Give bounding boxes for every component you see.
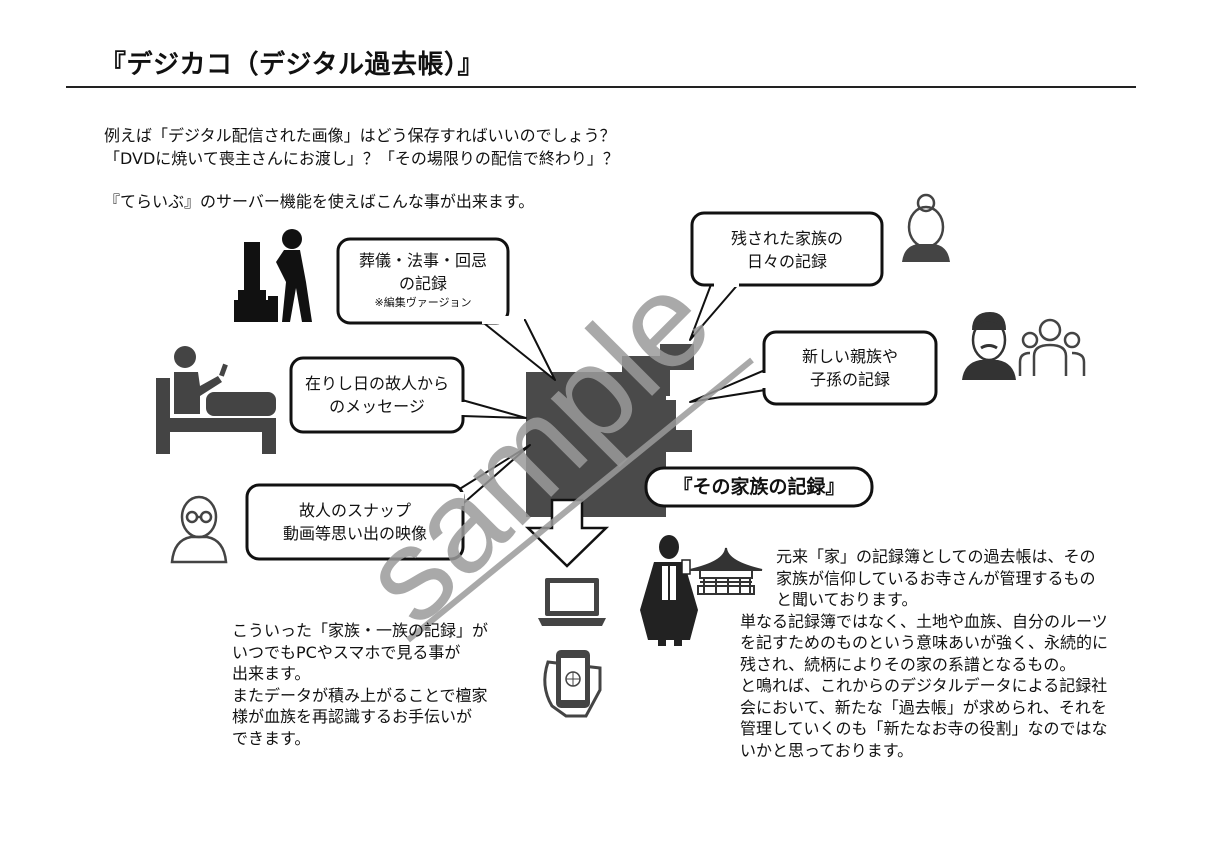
bubble-daily-text: 残された家族の 日々の記録: [692, 227, 882, 273]
left-paragraph-line: こういった「家族・一族の記録」が: [232, 621, 489, 640]
left-paragraph-line: 様が血族を再認識するお手伝いが: [232, 707, 473, 726]
left-paragraph-line: またデータが積み上がることで檀家: [232, 685, 488, 705]
central-record-block: [526, 344, 694, 517]
temple-icon: [689, 547, 763, 595]
right-paragraph-line: と聞いております。: [776, 590, 918, 609]
bubble-relatives-line2: 子孫の記録: [809, 370, 890, 389]
page-title: 『デジカコ（デジタル過去帳）』: [100, 50, 484, 80]
right-paragraph-line: 会において、新たな「過去帳」が求められ、それを: [740, 697, 1107, 717]
monk-icon: [640, 535, 698, 646]
right-paragraph-line: と鳴れば、これからのデジタルデータによる記録社: [740, 676, 1108, 695]
right-paragraph-line: 管理していくのも「新たなお寺の役割」なのではな: [740, 719, 1108, 738]
man-with-mustache-icon: [962, 312, 1016, 380]
family-group-icon: [1018, 318, 1086, 376]
bubble-funeral-note: ※編集ヴァージョン: [374, 296, 472, 309]
grave-visit-icon: [234, 229, 312, 322]
intro-line-3: 『てらいぶ』のサーバー機能を使えばこんな事が出来ます。: [104, 192, 535, 211]
bubble-daily-line1: 残された家族の: [730, 229, 843, 248]
laptop-icon: [538, 578, 606, 626]
bubble-funeral-line1: 葬儀・法事・回忌: [358, 251, 487, 270]
right-paragraph-line: 単なる記録簿ではなく、土地や血族、自分のルーツ: [740, 611, 1108, 631]
bubble-message-line1: 在りし日の故人から: [304, 374, 449, 393]
bubble-funeral: [336, 237, 510, 325]
bubble-message-line2: のメッセージ: [329, 397, 425, 416]
right-paragraph-line: 元来「家」の記録簿としての過去帳は、その: [776, 547, 1096, 566]
bubble-daily-line2: 日々の記録: [746, 252, 827, 271]
bed-person-icon: [156, 346, 276, 454]
bald-man-icon: [170, 495, 228, 564]
intro-line-1: 例えば「デジタル配信された画像」はどう保存すればいいのでしょう？: [104, 126, 616, 145]
family-record-label: 『その家族の記録』: [673, 476, 845, 498]
bubble-relatives-line1: 新しい親族や: [801, 347, 898, 366]
bubble-snapshot-line2: 動画等思い出の映像: [282, 524, 427, 543]
title-divider: [66, 86, 1136, 88]
right-paragraph: 元来「家」の記録簿としての過去帳は、その 家族が信仰しているお寺さんが管理するも…: [740, 546, 1108, 761]
bubble-relatives: [762, 330, 938, 406]
intro-line-2: 「DVDに焼いて喪主さんにお渡し」？「その場限りの配信で終わり」？: [104, 149, 619, 168]
left-paragraph-line: できます。: [232, 728, 311, 748]
bubble-relatives-text: 新しい親族や 子孫の記録: [764, 345, 936, 391]
right-paragraph-line: 家族が信仰しているお寺さんが管理するもの: [776, 568, 1096, 588]
bubble-daily: [690, 211, 884, 287]
right-paragraph-line: いかと思っております。: [740, 740, 914, 760]
bubble-message-text: 在りし日の故人から のメッセージ: [291, 372, 463, 418]
bubble-snapshot-text: 故人のスナップ 動画等思い出の映像: [247, 499, 463, 545]
bubble-funeral-text: 葬儀・法事・回忌 の記録 ※編集ヴァージョン: [338, 249, 508, 311]
bubble-message: [289, 356, 465, 434]
bubble-funeral-line2: の記録: [398, 274, 447, 293]
record-label-box: [644, 466, 874, 508]
left-paragraph-line: いつでもPCやスマホで見る事が: [232, 642, 461, 662]
right-paragraph-line: 残され、続柄によりその家の系譜となるもの。: [740, 654, 1076, 674]
right-paragraph-line: を記すためのものという意味あいが強く、永続的に: [740, 633, 1109, 652]
bubble-snapshot-line1: 故人のスナップ: [298, 501, 411, 520]
intro-text: 例えば「デジタル配信された画像」はどう保存すればいいのでしょう？ 「DVDに焼い…: [104, 124, 619, 213]
left-paragraph-line: 出来ます。: [232, 664, 311, 683]
smartphone-hand-icon: [543, 650, 602, 718]
bubble-snapshot: [245, 483, 465, 561]
grandmother-icon: [902, 193, 950, 262]
left-paragraph: こういった「家族・一族の記録」が いつでもPCやスマホで見る事が 出来ます。 ま…: [232, 620, 488, 749]
